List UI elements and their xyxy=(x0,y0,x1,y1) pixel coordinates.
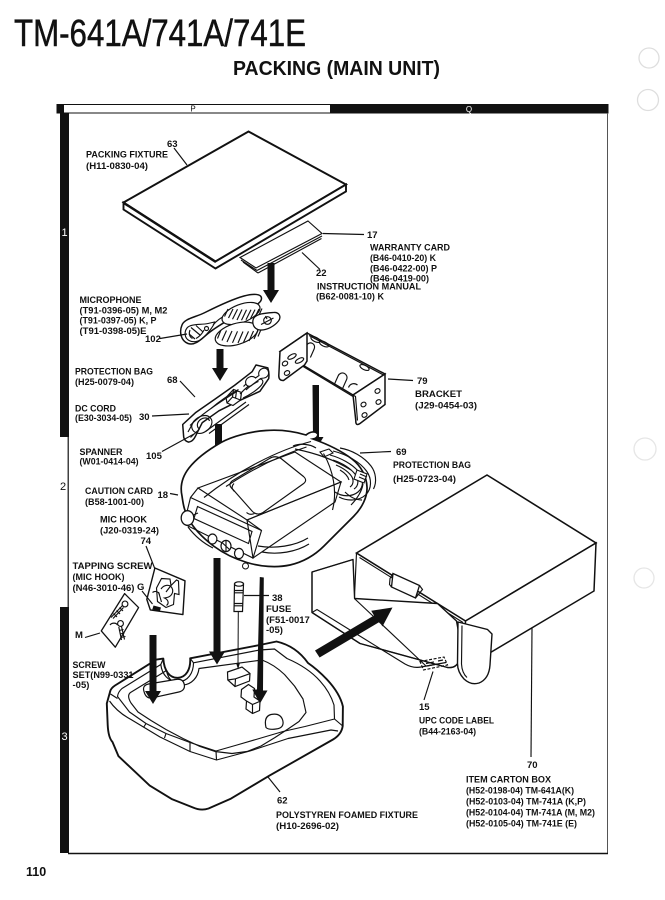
svg-text:(H52-0103-04) TM-741A (K,P): (H52-0103-04) TM-741A (K,P) xyxy=(466,797,586,808)
svg-text:(B46-0422-00) P: (B46-0422-00) P xyxy=(370,264,438,275)
svg-text:79: 79 xyxy=(417,376,428,387)
svg-text:(J20-0319-24): (J20-0319-24) xyxy=(100,526,159,537)
svg-text:(B58-1001-00): (B58-1001-00) xyxy=(85,497,144,508)
svg-text:(H11-0830-04): (H11-0830-04) xyxy=(86,161,148,172)
svg-text:PACKING (MAIN UNIT): PACKING (MAIN UNIT) xyxy=(233,57,440,80)
svg-text:(T91-0398-05)E: (T91-0398-05)E xyxy=(80,326,147,337)
svg-text:(H10-2696-02): (H10-2696-02) xyxy=(276,821,339,832)
svg-text:18: 18 xyxy=(158,490,169,501)
svg-text:2: 2 xyxy=(60,481,66,493)
svg-text:M: M xyxy=(75,630,83,641)
svg-text:ITEM CARTON BOX: ITEM CARTON BOX xyxy=(466,775,552,786)
svg-text:17: 17 xyxy=(367,230,378,241)
svg-text:63: 63 xyxy=(167,139,178,150)
svg-text:-05): -05) xyxy=(266,625,283,636)
svg-text:INSTRUCTION MANUAL: INSTRUCTION MANUAL xyxy=(317,282,421,293)
svg-text:15: 15 xyxy=(419,702,430,713)
svg-text:102: 102 xyxy=(145,334,161,345)
svg-text:-05): -05) xyxy=(73,680,90,691)
svg-text:1: 1 xyxy=(61,227,67,239)
svg-text:(H52-0104-04) TM-741A (M, M2): (H52-0104-04) TM-741A (M, M2) xyxy=(466,808,595,819)
svg-text:UPC CODE LABEL: UPC CODE LABEL xyxy=(419,716,494,727)
svg-text:(N46-3010-46): (N46-3010-46) xyxy=(73,583,135,594)
svg-text:74: 74 xyxy=(141,536,152,547)
svg-text:WARRANTY CARD: WARRANTY CARD xyxy=(370,243,450,254)
svg-text:(B46-0419-00): (B46-0419-00) xyxy=(370,274,429,285)
svg-text:30: 30 xyxy=(139,412,150,423)
svg-text:(B62-0081-10) K: (B62-0081-10) K xyxy=(316,292,384,303)
svg-text:62: 62 xyxy=(277,796,288,807)
svg-text:SET(N99-0331: SET(N99-0331 xyxy=(73,670,135,681)
svg-text:(J29-0454-03): (J29-0454-03) xyxy=(415,401,477,412)
svg-text:CAUTION CARD: CAUTION CARD xyxy=(85,486,153,497)
svg-text:POLYSTYREN FOAMED FIXTURE: POLYSTYREN FOAMED FIXTURE xyxy=(276,810,418,821)
svg-text:PACKING FIXTURE: PACKING FIXTURE xyxy=(86,150,168,161)
svg-text:P: P xyxy=(190,105,195,114)
svg-text:(E30-3034-05): (E30-3034-05) xyxy=(75,413,132,424)
svg-text:PROTECTION BAG: PROTECTION BAG xyxy=(75,367,153,378)
svg-text:(B44-2163-04): (B44-2163-04) xyxy=(419,727,476,738)
svg-text:110: 110 xyxy=(26,865,46,879)
svg-text:3: 3 xyxy=(61,731,67,743)
svg-text:(H52-0105-04) TM-741E (E): (H52-0105-04) TM-741E (E) xyxy=(466,819,577,830)
svg-text:(MIC HOOK): (MIC HOOK) xyxy=(73,572,125,583)
svg-text:TAPPING SCREW: TAPPING SCREW xyxy=(73,561,153,572)
svg-text:SCREW: SCREW xyxy=(73,660,106,671)
svg-text:(T91-0397-05) K, P: (T91-0397-05) K, P xyxy=(80,316,158,327)
svg-text:69: 69 xyxy=(396,447,407,458)
svg-text:FUSE: FUSE xyxy=(266,604,291,615)
svg-text:BRACKET: BRACKET xyxy=(415,389,462,400)
svg-text:(H52-0198-04) TM-641A(K): (H52-0198-04) TM-641A(K) xyxy=(466,786,574,797)
svg-text:22: 22 xyxy=(316,268,327,279)
svg-text:MICROPHONE: MICROPHONE xyxy=(80,295,142,306)
svg-text:G: G xyxy=(137,582,144,593)
svg-text:70: 70 xyxy=(527,760,538,771)
svg-text:68: 68 xyxy=(167,375,178,386)
svg-text:Q: Q xyxy=(466,105,472,114)
svg-text:PROTECTION BAG: PROTECTION BAG xyxy=(393,460,471,471)
svg-text:MIC HOOK: MIC HOOK xyxy=(100,515,147,526)
svg-text:(W01-0414-04): (W01-0414-04) xyxy=(80,457,139,468)
svg-text:SPANNER: SPANNER xyxy=(80,447,123,458)
svg-text:(B46-0410-20) K: (B46-0410-20) K xyxy=(370,253,436,264)
svg-text:DC CORD: DC CORD xyxy=(75,404,116,415)
svg-text:(H25-0079-04): (H25-0079-04) xyxy=(75,377,134,388)
svg-text:38: 38 xyxy=(272,593,283,604)
svg-text:TM-641A/741A/741E: TM-641A/741A/741E xyxy=(14,13,306,55)
svg-text:105: 105 xyxy=(146,451,163,462)
svg-text:(H25-0723-04): (H25-0723-04) xyxy=(393,474,456,485)
svg-text:(T91-0396-05) M, M2: (T91-0396-05) M, M2 xyxy=(80,306,168,317)
svg-text:(F51-0017: (F51-0017 xyxy=(266,615,310,626)
